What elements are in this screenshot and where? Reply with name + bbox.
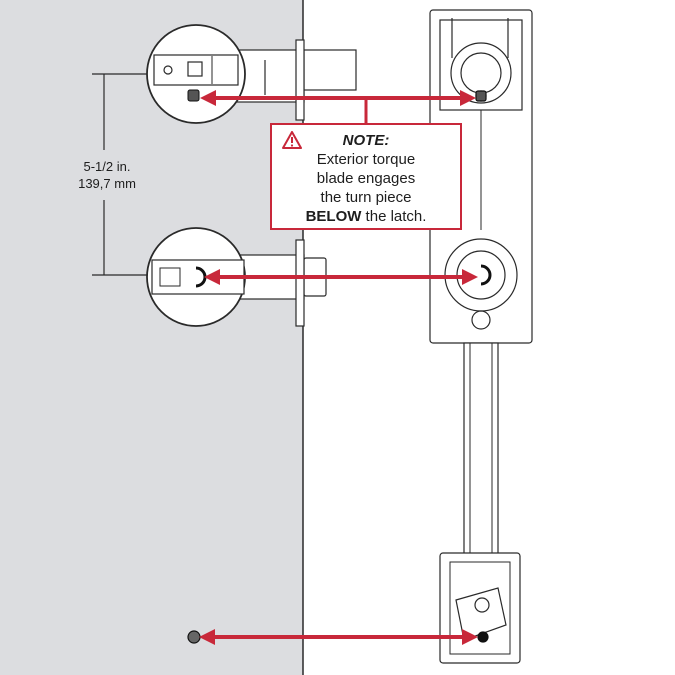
door-edge-panel bbox=[0, 0, 303, 675]
note-title: NOTE: bbox=[342, 132, 390, 149]
deadbolt-detail-icon bbox=[146, 24, 246, 124]
note-callout: NOTE: Exterior torque blade engages the … bbox=[270, 123, 462, 230]
note-line-3: the turn piece bbox=[320, 189, 412, 206]
note-line-4: BELOW the latch. bbox=[272, 207, 460, 226]
note-emphasis: BELOW bbox=[305, 208, 362, 225]
note-line-2: blade engages bbox=[316, 170, 416, 187]
note-line-1: Exterior torque bbox=[316, 151, 416, 168]
dimension-metric-label: 139,7 mm bbox=[78, 176, 136, 191]
handle-trim-icon bbox=[429, 9, 533, 664]
dimension-bracket bbox=[92, 73, 148, 276]
dimension-imperial-label: 5-1/2 in. bbox=[83, 159, 131, 174]
note-line-4-rest: the latch. bbox=[361, 208, 427, 225]
warning-icon bbox=[282, 131, 302, 149]
latch-detail-icon bbox=[146, 227, 246, 327]
bottom-screw-hole bbox=[187, 630, 201, 644]
